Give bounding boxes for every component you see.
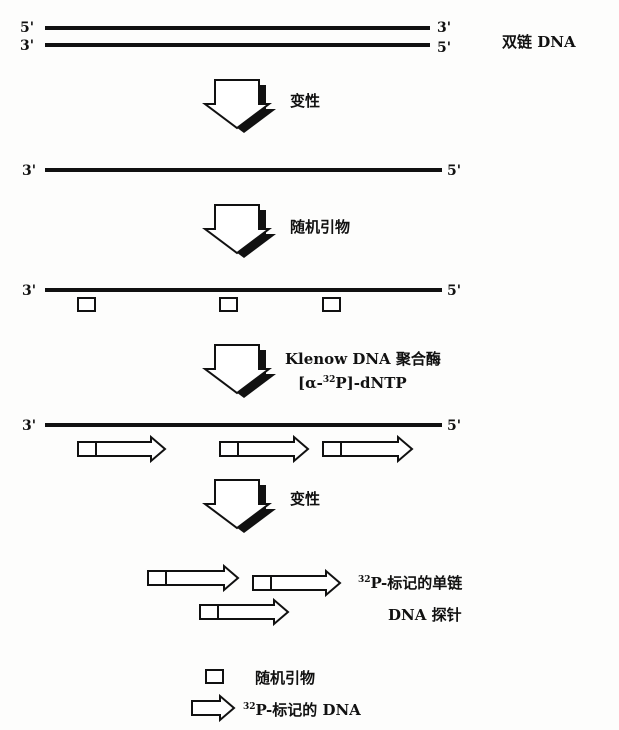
denature-arrow-1	[202, 79, 272, 130]
primer-2	[219, 297, 238, 312]
extended-probe-3	[322, 434, 414, 464]
ss-left-end: 3'	[22, 163, 36, 179]
extended-probe-2	[219, 434, 310, 464]
probe-label-line1: 32P-标记的单链	[358, 574, 463, 592]
dntp-label: [α-32P]-dNTP	[298, 374, 407, 392]
legend-primer-icon	[205, 669, 224, 684]
strand1-right-end: 3'	[437, 20, 451, 36]
probe-label-line2: DNA 探针	[388, 606, 462, 624]
legend-primer-label: 随机引物	[255, 669, 315, 687]
legend-labeled-dna-label: 32P-标记的 DNA	[243, 701, 361, 719]
ds-dna-label: 双链 DNA	[502, 33, 576, 51]
primed-right-end: 5'	[447, 283, 461, 299]
strand2-left-end: 3'	[20, 38, 34, 54]
strand2-right-end: 5'	[437, 40, 451, 56]
primer-arrow	[202, 204, 272, 255]
legend-labeled-dna-icon	[191, 693, 236, 723]
primer-1	[77, 297, 96, 312]
denature-label-1: 变性	[290, 92, 320, 110]
extended-probe-1	[77, 434, 167, 464]
random-primers-step-label: 随机引物	[290, 218, 350, 236]
primed-left-end: 3'	[22, 283, 36, 299]
denature-label-2: 变性	[290, 490, 320, 508]
ss-right-end: 5'	[447, 163, 461, 179]
extended-right-end: 5'	[447, 418, 461, 434]
strand1-left-end: 5'	[20, 20, 34, 36]
klenow-label: Klenow DNA 聚合酶	[285, 350, 441, 368]
released-probe-2	[252, 568, 342, 598]
released-probe-3	[199, 597, 290, 627]
extended-left-end: 3'	[22, 418, 36, 434]
released-probe-1	[147, 563, 240, 593]
primer-3	[322, 297, 341, 312]
denature-arrow-2	[202, 479, 272, 530]
klenow-arrow	[202, 344, 272, 395]
